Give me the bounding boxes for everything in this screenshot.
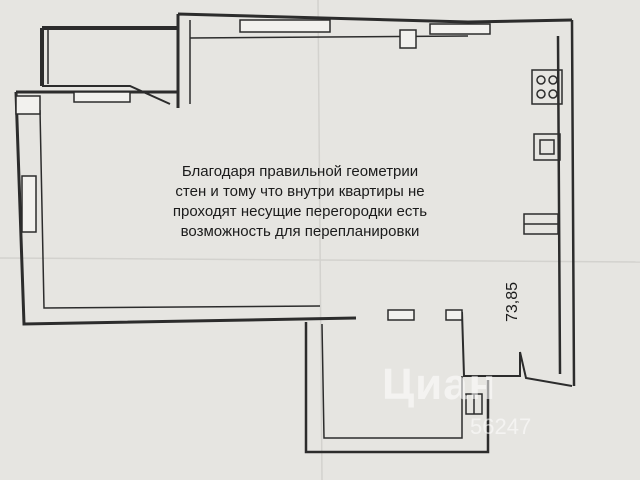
window-left xyxy=(21,175,37,233)
watermark-logo: Циан xyxy=(382,360,497,409)
kitchen-fixtures xyxy=(465,69,563,415)
area-label: 73,85 xyxy=(504,281,521,323)
door-opening xyxy=(387,309,415,321)
sink-icon xyxy=(533,133,561,161)
caption-line-1: Благодаря правильной геометрии xyxy=(181,163,419,180)
column-top xyxy=(399,29,417,49)
windows xyxy=(15,19,491,321)
watermark-listing-id: 56247 xyxy=(470,414,532,439)
right-wall xyxy=(556,19,576,387)
top-wall xyxy=(176,12,573,108)
caption-line-4: возможность для перепланировки xyxy=(180,223,420,240)
window-top-right xyxy=(429,23,491,35)
balcony-wall xyxy=(40,26,178,86)
caption-line-3: проходят несущие перегородки есть xyxy=(172,203,428,220)
window-top xyxy=(239,19,331,33)
window-corner-left xyxy=(15,95,41,115)
plan-caption: Благодаря правильной геометрии стен и то… xyxy=(140,162,460,242)
stove-icon xyxy=(531,69,563,105)
walls xyxy=(14,12,576,454)
loggia-wall xyxy=(304,322,490,454)
window-top-left xyxy=(73,91,131,103)
door-opening-2 xyxy=(445,309,463,321)
caption-line-2: стен и тому что внутри квартиры не xyxy=(175,183,425,200)
bathroom-wall xyxy=(461,311,521,377)
